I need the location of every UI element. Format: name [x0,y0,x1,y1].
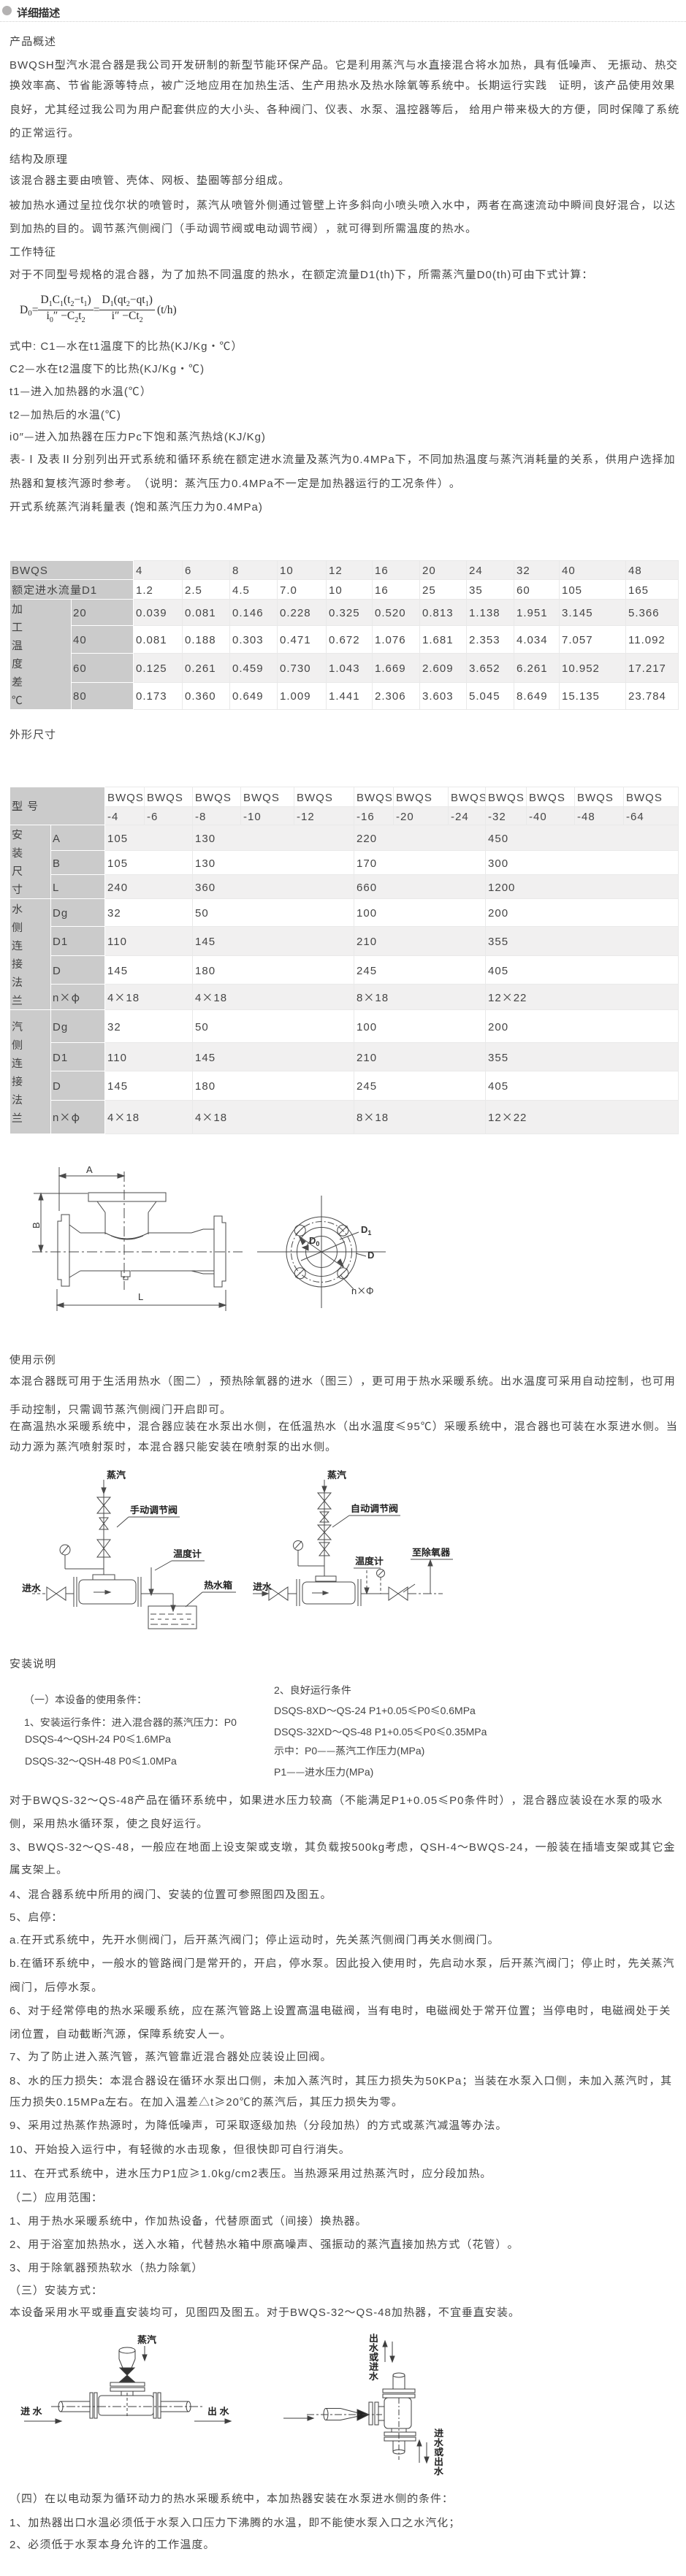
svg-text:温度计: 温度计 [354,1553,384,1567]
svg-text:出: 出 [369,2331,378,2344]
svg-text:L: L [138,1289,143,1303]
svg-text:至除氧器: 至除氧器 [412,1545,451,1559]
svg-text:蒸汽: 蒸汽 [107,1467,126,1481]
svg-text:水: 水 [368,2369,379,2382]
svg-text:进: 进 [368,2359,378,2373]
svg-text:D: D [367,1247,374,1261]
svg-text:水: 水 [433,2464,444,2477]
svg-text:出 水: 出 水 [207,2404,230,2418]
svg-text:手动调节阀: 手动调节阀 [130,1502,178,1516]
svg-text:热水箱: 热水箱 [204,1578,232,1591]
svg-text:D0: D0 [309,1233,319,1248]
svg-text:出: 出 [434,2454,443,2468]
svg-text:自动调节阀: 自动调节阀 [351,1501,398,1515]
svg-text:D1: D1 [361,1222,371,1237]
svg-text:进: 进 [433,2426,443,2439]
svg-text:进 水: 进 水 [20,2404,43,2418]
svg-text:蒸汽: 蒸汽 [327,1467,346,1481]
svg-text:A: A [86,1162,93,1176]
svg-text:B: B [28,1222,42,1228]
svg-text:温度计: 温度计 [172,1546,202,1560]
svg-text:水: 水 [433,2435,444,2449]
svg-text:水: 水 [368,2340,379,2354]
svg-text:n×Φ: n×Φ [351,1283,374,1297]
svg-text:蒸汽: 蒸汽 [137,2332,156,2346]
svg-text:或: 或 [369,2350,378,2363]
svg-text:进水: 进水 [252,1579,273,1593]
svg-text:或: 或 [434,2445,443,2458]
svg-text:进水: 进水 [21,1581,42,1594]
